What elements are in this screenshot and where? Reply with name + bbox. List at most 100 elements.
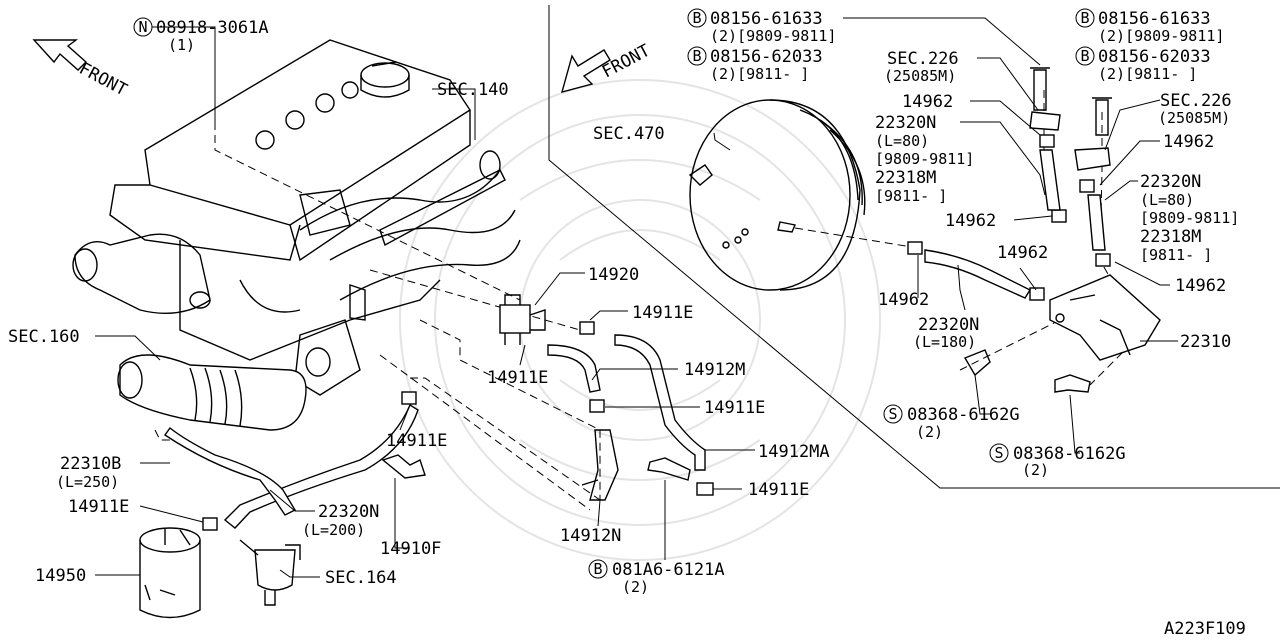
label-14962: 14962	[902, 92, 953, 112]
svg-text:B: B	[1080, 9, 1089, 27]
svg-text:(2): (2)	[622, 578, 649, 596]
svg-text:(2): (2)	[916, 423, 943, 441]
svg-text:(2)[9809-9811]: (2)[9809-9811]	[1098, 27, 1224, 45]
label-14962: 14962	[997, 243, 1048, 263]
brake-booster-sec470	[688, 99, 866, 291]
label-sec226-left: SEC.226 (25085M)	[884, 49, 959, 85]
svg-text:22320N: 22320N	[918, 315, 979, 335]
svg-text:B: B	[692, 47, 701, 65]
clamp-14910f	[381, 454, 426, 479]
svg-text:(L=80): (L=80)	[1140, 191, 1194, 209]
bracket-14912n	[589, 429, 619, 501]
vsv-sec226-left	[1029, 67, 1061, 131]
label-s-08368-left: S 08368-6162G (2)	[883, 404, 1020, 441]
svg-text:B: B	[1080, 47, 1089, 65]
svg-text:S: S	[888, 405, 897, 423]
label-14911e: 14911E	[632, 303, 693, 323]
label-14920: 14920	[588, 265, 639, 285]
label-14962: 14962	[945, 211, 996, 231]
front-label: FRONT	[599, 41, 654, 83]
svg-text:SEC.226: SEC.226	[1160, 91, 1232, 111]
svg-text:(2): (2)	[1022, 461, 1049, 479]
label-s-08368-right: S 08368-6162G (2)	[989, 443, 1126, 479]
label-b-08156-61633-right: B 08156-61633 (2)[9809-9811]	[1075, 8, 1224, 45]
label-14912n: 14912N	[560, 526, 621, 546]
bolt-s-left	[963, 349, 991, 377]
hose-14912ma	[614, 334, 706, 471]
label-14962: 14962	[1163, 132, 1214, 152]
label-22320n-l80-right: 22320N (L=80) [9809-9811] 22318M [9811- …	[1140, 172, 1239, 264]
label-14910f: 14910F	[380, 539, 441, 559]
svg-text:SEC.226: SEC.226	[887, 49, 959, 69]
svg-text:(2)[9811- ]: (2)[9811- ]	[1098, 65, 1197, 83]
svg-text:(25085M): (25085M)	[884, 67, 956, 85]
svg-text:08918-3061A: 08918-3061A	[156, 18, 269, 38]
svg-text:(25085M): (25085M)	[1158, 109, 1230, 127]
label-sec160: SEC.160	[8, 327, 80, 347]
svg-text:08156-62033: 08156-62033	[710, 47, 823, 67]
svg-text:(L=80): (L=80)	[875, 132, 929, 150]
label-14911e: 14911E	[487, 368, 548, 388]
svg-text:S: S	[994, 444, 1003, 462]
canister-14950	[139, 527, 201, 619]
label-sec226-right: SEC.226 (25085M)	[1158, 91, 1232, 127]
label-sec140: SEC.140	[437, 80, 509, 100]
label-b-08156-62033-left: B 08156-62033 (2)[9811- ]	[687, 46, 823, 83]
svg-text:08156-61633: 08156-61633	[1098, 9, 1211, 29]
engine-illustration	[72, 39, 521, 431]
label-22320n-l200: 22320N (L=200)	[302, 502, 379, 539]
front-arrow-right: FRONT	[560, 41, 654, 93]
bracket-22310	[1049, 274, 1161, 361]
label-sec470: SEC.470	[593, 124, 665, 144]
label-14962: 14962	[1175, 276, 1226, 296]
svg-text:(2)[9811- ]: (2)[9811- ]	[710, 65, 809, 83]
svg-text:08156-61633: 08156-61633	[710, 9, 823, 29]
svg-text:22320N: 22320N	[318, 502, 379, 522]
svg-text:[9809-9811]: [9809-9811]	[875, 150, 974, 168]
svg-text:B: B	[692, 9, 701, 27]
label-14912ma: 14912MA	[758, 442, 830, 462]
label-14950: 14950	[35, 566, 86, 586]
label-22320n-l180: 22320N (L=180)	[913, 315, 979, 351]
svg-text:N: N	[138, 18, 147, 36]
svg-text:[9811- ]: [9811- ]	[1140, 246, 1212, 264]
svg-text:22318M: 22318M	[875, 168, 936, 188]
leader-lines	[95, 17, 1178, 578]
bolt-081a6	[647, 457, 691, 481]
hose-22310b	[164, 426, 296, 516]
label-14911e: 14911E	[386, 431, 447, 451]
vsv-solenoid-14920	[499, 294, 546, 345]
svg-text:(1): (1)	[168, 36, 195, 54]
label-22310: 22310	[1180, 332, 1231, 352]
label-14912m: 14912M	[684, 360, 745, 380]
label-14911e: 14911E	[704, 398, 765, 418]
svg-text:22320N: 22320N	[875, 113, 936, 133]
hose-14912m	[547, 344, 601, 393]
label-b-081a6: B 081A6-6121A (2)	[588, 559, 725, 596]
svg-text:[9811- ]: [9811- ]	[875, 187, 947, 205]
label-22320n-l80-left: 22320N (L=80) [9809-9811] 22318M [9811- …	[875, 113, 974, 205]
label-22310b: 22310B (L=250)	[56, 454, 121, 491]
svg-text:08368-6162G: 08368-6162G	[1013, 444, 1126, 464]
svg-text:08368-6162G: 08368-6162G	[907, 405, 1020, 425]
label-b-08156-61633-left: B 08156-61633 (2)[9809-9811]	[687, 8, 836, 45]
vsv-sec226-right	[1074, 97, 1112, 171]
svg-text:22310B: 22310B	[60, 454, 121, 474]
svg-text:22320N: 22320N	[1140, 172, 1201, 192]
svg-text:[9809-9811]: [9809-9811]	[1140, 209, 1239, 227]
label-n-08918: N 08918-3061A (1)	[133, 17, 269, 54]
label-14911e: 14911E	[68, 497, 129, 517]
label-b-08156-62033-right: B 08156-62033 (2)[9811- ]	[1075, 46, 1211, 83]
svg-text:B: B	[593, 560, 602, 578]
hose-22320n-l80-right	[1087, 194, 1106, 251]
hose-22320n-l180	[924, 249, 1032, 299]
svg-text:(L=200): (L=200)	[302, 521, 365, 539]
svg-text:22318M: 22318M	[1140, 227, 1201, 247]
svg-text:08156-62033: 08156-62033	[1098, 47, 1211, 67]
bolt-s-right	[1054, 374, 1091, 393]
svg-text:(2)[9809-9811]: (2)[9809-9811]	[710, 27, 836, 45]
label-sec164: SEC.164	[325, 568, 397, 588]
figure-code: A223F109	[1164, 619, 1246, 639]
fuel-filter-sec164	[239, 539, 301, 606]
